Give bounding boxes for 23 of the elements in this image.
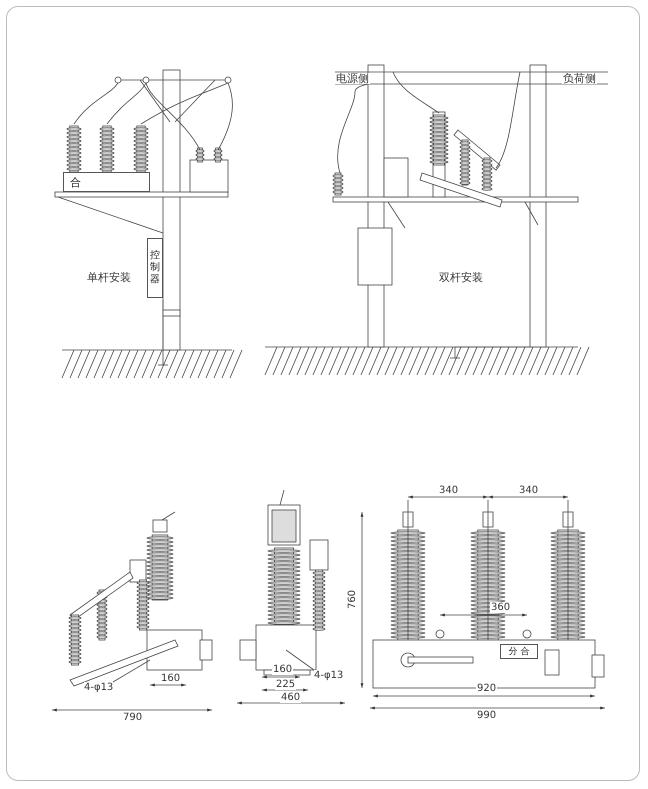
dimension-value: 360 <box>490 602 512 613</box>
side-label: 电源侧 <box>335 73 370 84</box>
breaker-box <box>63 172 150 192</box>
dimension-value: 340 <box>518 485 540 496</box>
caption: 双杆安装 <box>438 272 484 283</box>
dimension-value: 790 <box>122 712 144 723</box>
dimension-value: 920 <box>476 683 498 694</box>
switch-panel <box>500 644 538 659</box>
dimension-value: 760 <box>347 588 358 610</box>
dimension-value: 160 <box>160 673 182 684</box>
panel-text: 控制器 <box>150 250 160 286</box>
dimension-value: 990 <box>476 710 498 721</box>
dimension-value: 340 <box>438 485 460 496</box>
dimension-value: 225 <box>275 679 296 690</box>
panel-text: 合 <box>70 174 81 190</box>
hole-callout: 4-φ13 <box>84 682 114 693</box>
controller-box <box>147 238 163 298</box>
caption: 单杆安装 <box>86 272 132 283</box>
panel-text: 分 合 <box>508 646 530 658</box>
dimension-value: 460 <box>280 692 302 703</box>
dimension-value: 160 <box>272 664 294 675</box>
hole-callout: 4-φ13 <box>314 670 344 681</box>
side-label: 负荷侧 <box>562 73 597 84</box>
